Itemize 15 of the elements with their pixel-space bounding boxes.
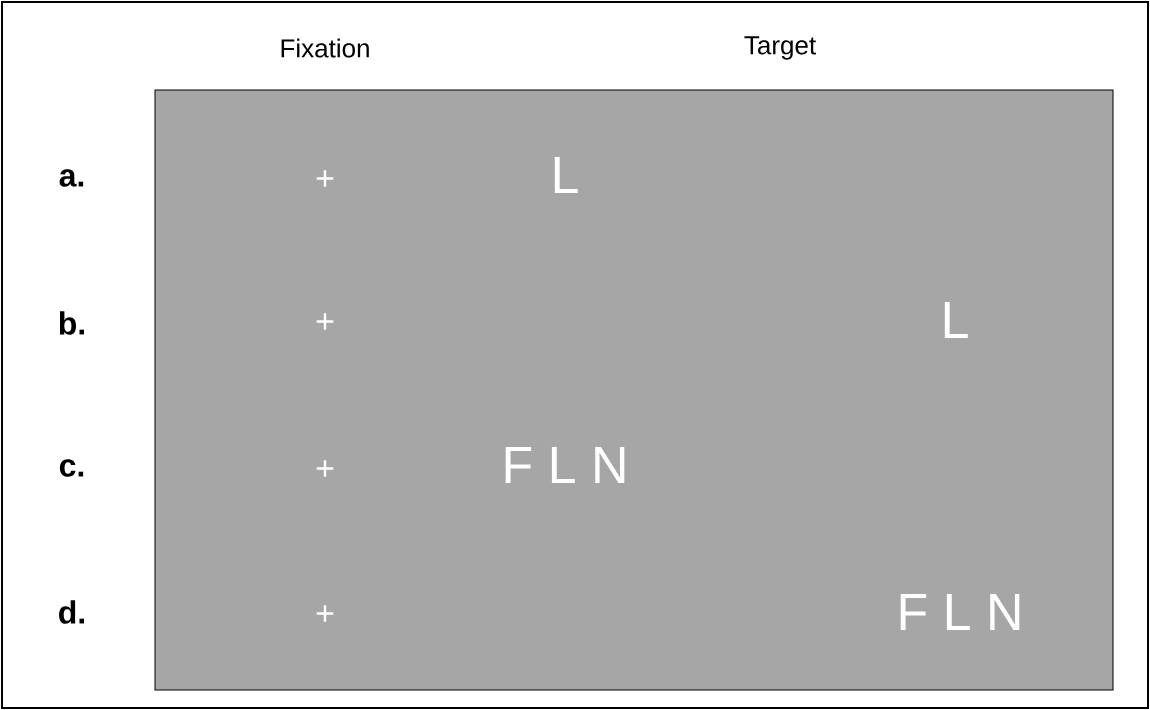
target-letter: L (944, 302, 968, 338)
column-heading: Target (744, 36, 816, 60)
fixation-cross: + (316, 313, 334, 330)
row-label: d. (59, 600, 84, 624)
target-letters: F L N (900, 594, 1020, 630)
column-heading: Fixation (281, 38, 369, 58)
target-letter: L (554, 157, 578, 193)
target-letters: F L N (505, 447, 625, 483)
fixation-cross: + (316, 605, 334, 622)
row-label: a. (59, 169, 84, 187)
fixation-cross: + (316, 460, 334, 477)
row-label: c. (59, 459, 84, 477)
fixation-cross: + (316, 170, 334, 187)
stimulus-panel (154, 89, 1114, 691)
row-label: b. (59, 311, 84, 335)
